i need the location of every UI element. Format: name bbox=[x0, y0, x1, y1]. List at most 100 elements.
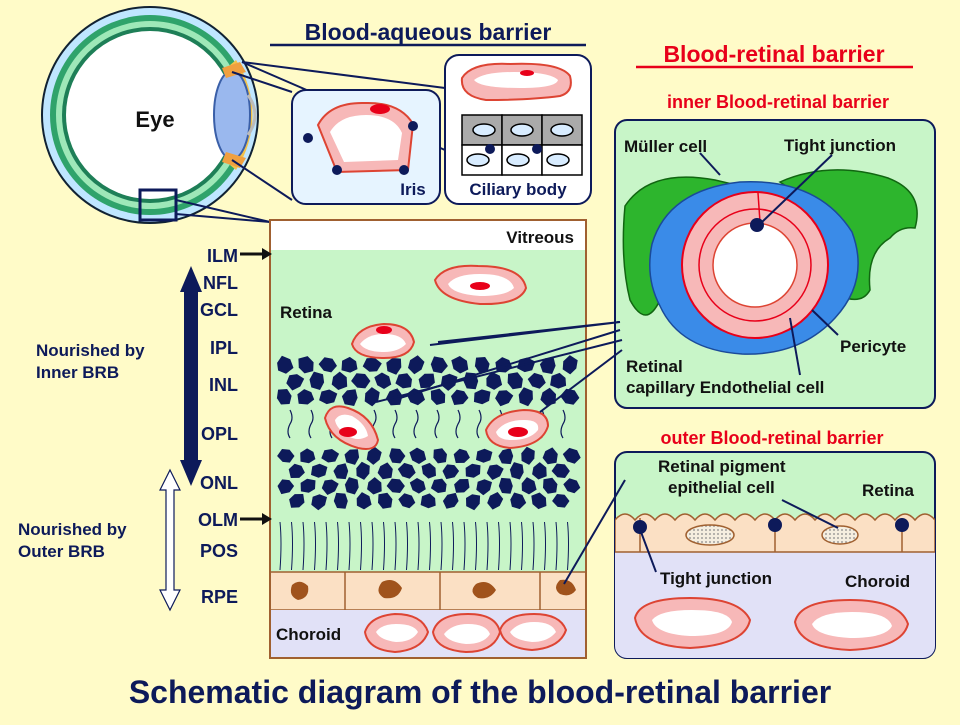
callout-lines bbox=[375, 321, 626, 585]
outer-tight-junction-label: Tight junction bbox=[660, 569, 772, 588]
cell-nucleus bbox=[344, 477, 359, 495]
rpe-label-2: epithelial cell bbox=[668, 478, 775, 497]
cell-nucleus bbox=[476, 479, 492, 496]
cell-nucleus bbox=[539, 357, 556, 374]
cell-nucleus bbox=[409, 478, 426, 494]
layer-arrows bbox=[240, 248, 272, 525]
photoreceptor-segment bbox=[348, 521, 351, 571]
cell-nucleus bbox=[395, 373, 412, 389]
fiber bbox=[308, 409, 314, 439]
cell-nucleus bbox=[409, 447, 427, 464]
cell-nucleus bbox=[562, 447, 581, 464]
photoreceptor-segment bbox=[325, 521, 328, 571]
cell-nucleus bbox=[321, 479, 339, 495]
photoreceptor-segment bbox=[452, 521, 454, 571]
cell-nucleus bbox=[518, 387, 533, 407]
cell-nucleus bbox=[333, 463, 349, 480]
cell-nucleus bbox=[430, 356, 448, 374]
cell-nucleus bbox=[341, 389, 358, 406]
cell-nucleus bbox=[532, 462, 547, 480]
cell-nucleus bbox=[563, 478, 581, 494]
choroid-label: Choroid bbox=[276, 625, 341, 644]
cell-nucleus bbox=[321, 449, 340, 463]
cell-nucleus bbox=[474, 357, 490, 373]
cell-nucleus bbox=[507, 372, 523, 390]
photoreceptor-segment bbox=[279, 521, 282, 571]
cell-nucleus bbox=[521, 446, 535, 465]
nourished-outer-1: Nourished by bbox=[18, 520, 127, 539]
nourished-inner-2: Inner BRB bbox=[36, 363, 119, 382]
layer-label-nfl: NFL bbox=[203, 273, 238, 293]
inner-brb-title: inner Blood-retinal barrier bbox=[667, 92, 889, 112]
cell-nucleus bbox=[288, 463, 305, 478]
layer-label-pos: POS bbox=[200, 541, 238, 561]
cell-nucleus bbox=[487, 492, 504, 510]
cell-nucleus bbox=[453, 448, 470, 463]
cell-nucleus bbox=[562, 355, 578, 375]
outer-brb-range-arrow bbox=[159, 468, 181, 612]
photoreceptor-segment bbox=[291, 521, 293, 571]
cell-nucleus bbox=[551, 463, 570, 478]
cell-nucleus bbox=[398, 493, 416, 509]
layer-label-rpe: RPE bbox=[201, 587, 238, 607]
cell-nucleus bbox=[465, 463, 481, 478]
cell-nucleus bbox=[442, 464, 460, 480]
layer-label-inl: INL bbox=[209, 375, 238, 395]
cell-nucleus bbox=[298, 356, 314, 374]
cell-nucleus bbox=[543, 477, 558, 494]
fiber bbox=[455, 409, 461, 439]
retina-section: Vitreous Retina Choroid bbox=[269, 219, 587, 659]
photoreceptor-segment bbox=[567, 521, 569, 571]
photoreceptor-segment bbox=[394, 521, 397, 571]
eye-label: Eye bbox=[135, 107, 174, 132]
outer-retina-label: Retina bbox=[862, 481, 915, 500]
cell-nucleus bbox=[466, 494, 481, 511]
photoreceptor-segment bbox=[337, 521, 339, 571]
cell-nucleus bbox=[473, 389, 491, 405]
cell-nucleus bbox=[421, 462, 436, 479]
ciliary-body-label: Ciliary body bbox=[469, 180, 567, 199]
outer-brb-title: outer Blood-retinal barrier bbox=[660, 428, 883, 448]
photoreceptor-segment bbox=[440, 521, 443, 571]
cell-nucleus bbox=[367, 477, 382, 495]
layer-label-gcl: GCL bbox=[200, 300, 238, 320]
cell-nucleus bbox=[277, 479, 295, 495]
cell-nucleus bbox=[476, 448, 493, 463]
pericyte-label: Pericyte bbox=[840, 337, 906, 356]
rpe-label-1: Retinal pigment bbox=[658, 457, 786, 476]
ciliary-body-panel: Ciliary body bbox=[444, 54, 592, 205]
photoreceptor-segment bbox=[463, 521, 466, 571]
nourished-inner-1: Nourished by bbox=[36, 341, 145, 360]
cell-nucleus bbox=[433, 448, 447, 464]
photoreceptor-segment bbox=[429, 521, 431, 571]
cell-nucleus bbox=[386, 358, 402, 375]
cell-nucleus bbox=[552, 494, 570, 508]
cell-nucleus bbox=[333, 492, 348, 509]
cell-nucleus bbox=[356, 492, 372, 510]
cell-nucleus bbox=[289, 494, 305, 508]
photoreceptor-segment bbox=[406, 521, 408, 571]
cell-nucleus bbox=[286, 374, 305, 391]
outer-brb-panel: Retinal pigment epithelial cell Retina T… bbox=[614, 451, 936, 659]
cell-nucleus bbox=[277, 449, 295, 463]
outer-choroid-label: Choroid bbox=[845, 572, 910, 591]
cell-nucleus bbox=[430, 478, 447, 493]
cell-nucleus bbox=[309, 371, 325, 390]
fiber bbox=[287, 409, 293, 439]
cell-nucleus bbox=[509, 462, 524, 480]
photoreceptor-segment bbox=[498, 521, 500, 571]
endothelial-label-1: Retinal bbox=[626, 357, 683, 376]
cell-nucleus bbox=[451, 389, 469, 405]
photoreceptor-segment bbox=[509, 521, 512, 571]
iris-panel: Iris bbox=[291, 89, 441, 205]
cell-nucleus bbox=[311, 494, 327, 511]
cell-nucleus bbox=[351, 373, 371, 389]
eye-globe: Eye bbox=[41, 6, 259, 224]
cell-nucleus bbox=[420, 493, 436, 509]
photoreceptor-segment bbox=[360, 521, 362, 571]
cell-nucleus bbox=[418, 373, 435, 389]
photoreceptor-segment bbox=[417, 521, 420, 571]
layer-label-ipl: IPL bbox=[210, 338, 238, 358]
